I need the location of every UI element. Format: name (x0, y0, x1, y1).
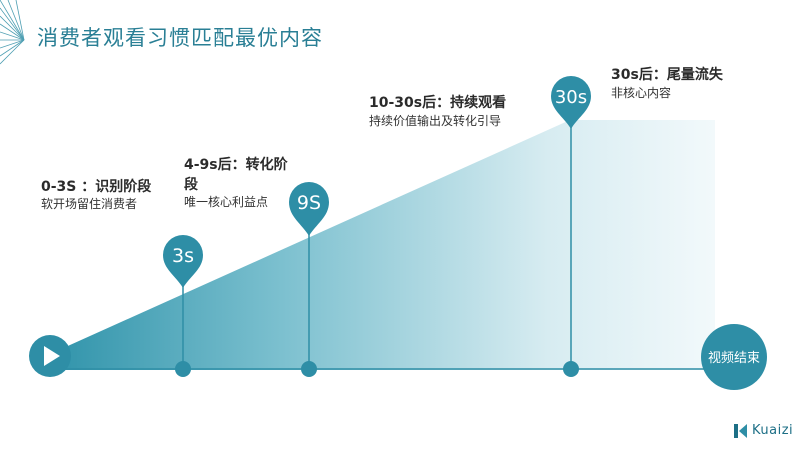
kuaizi-k-logo-icon (734, 423, 747, 438)
logo-text: Kuaizi (752, 423, 794, 438)
pin-marker-30s: 30s (551, 76, 591, 129)
corner-lines-decoration (0, 0, 25, 65)
pin-label: 9S (297, 192, 321, 214)
stage-desc: 唯一核心利益点 (184, 195, 269, 209)
timeline-dot (301, 361, 317, 377)
stage-title-line: 段 (184, 177, 198, 193)
video-end-marker: 视频结束 (701, 324, 767, 390)
stage-title: 30s后：尾量流失 (611, 67, 723, 83)
timeline-dot (563, 361, 579, 377)
kuaizi-logo: Kuaizi (734, 423, 793, 438)
stage-title-line: 4-9s后：转化阶 (184, 157, 288, 173)
stage-desc: 软开场留住消费者 (41, 197, 138, 211)
stage-title: 4-9s后：转化阶 段 (184, 155, 288, 195)
stage-title: 10-30s后：持续观看 (369, 95, 507, 111)
stage-desc: 非核心内容 (611, 86, 672, 100)
pin-marker-3s: 3s (163, 235, 203, 288)
pin-label: 30s (555, 87, 587, 108)
stage-desc: 持续价值输出及转化引导 (369, 114, 502, 128)
timeline-dot (175, 361, 191, 377)
pin-marker-9s: 9S (289, 182, 329, 236)
stage-title: 0-3S ：识别阶段 (41, 179, 152, 195)
end-label: 视频结束 (708, 351, 760, 366)
pin-label: 3s (172, 245, 194, 267)
attention-wedge (48, 120, 715, 370)
play-button[interactable] (29, 335, 71, 377)
play-icon (44, 346, 60, 366)
page-title: 消费者观看习惯匹配最优内容 (37, 26, 323, 50)
